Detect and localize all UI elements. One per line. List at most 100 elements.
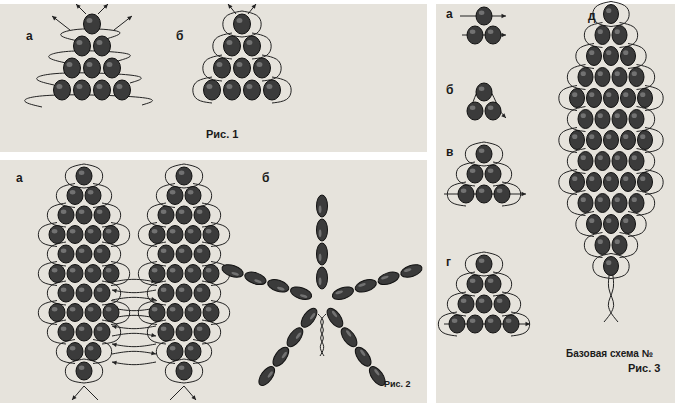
bead	[85, 265, 101, 283]
bead-body	[317, 219, 328, 241]
bead	[67, 304, 83, 322]
bead	[604, 89, 619, 108]
bead-body	[467, 26, 483, 44]
bead-highlight	[88, 307, 94, 312]
bead-body	[84, 58, 101, 78]
bead-highlight	[52, 268, 58, 273]
bead-body	[467, 275, 483, 293]
bead-body	[158, 206, 174, 224]
bead-body	[203, 226, 219, 244]
bead-body	[270, 344, 292, 368]
bead-body	[638, 131, 653, 150]
bead	[256, 364, 278, 388]
bead	[58, 284, 74, 302]
bead-highlight	[572, 176, 577, 181]
bead-body	[298, 306, 320, 330]
bead-body	[629, 110, 644, 129]
bead-body	[570, 89, 585, 108]
bead-highlight	[295, 332, 302, 340]
bead-highlight	[96, 84, 102, 89]
bead-body	[58, 206, 74, 224]
bead-highlight	[79, 327, 85, 332]
bead-highlight	[606, 134, 611, 139]
bead-highlight	[488, 106, 494, 111]
bead-body	[194, 245, 210, 263]
bead-highlight	[97, 327, 103, 332]
thread	[112, 344, 156, 347]
bead-body	[621, 47, 636, 66]
bead-body	[629, 152, 644, 171]
thread	[184, 386, 196, 400]
bead	[467, 102, 483, 120]
bead-highlight	[632, 155, 637, 160]
thread	[112, 326, 156, 329]
bead-body	[94, 80, 111, 100]
bead	[84, 58, 101, 78]
bead-highlight	[66, 62, 72, 67]
thread	[320, 314, 326, 356]
bead-highlight	[615, 113, 620, 118]
bead-body	[158, 245, 174, 263]
bead-highlight	[358, 282, 366, 287]
bead	[194, 284, 210, 302]
bead-body	[67, 304, 83, 322]
bead-highlight	[188, 229, 194, 234]
bead	[476, 145, 492, 163]
bead-body	[494, 185, 510, 203]
bead	[58, 206, 74, 224]
thread	[72, 386, 84, 400]
bead	[103, 265, 119, 283]
bead	[612, 152, 627, 171]
bead-body	[234, 14, 251, 34]
bead	[587, 47, 602, 66]
bead-highlight	[615, 71, 620, 76]
bead	[476, 7, 492, 25]
bead-body	[467, 315, 483, 333]
bead-body	[570, 173, 585, 192]
bead-body	[103, 265, 119, 283]
bead	[604, 131, 619, 150]
bead-highlight	[179, 210, 185, 215]
bead-body	[612, 26, 627, 45]
bead-body	[158, 323, 174, 341]
bead-body	[621, 131, 636, 150]
bead-body	[103, 226, 119, 244]
bead-highlight	[106, 307, 112, 312]
bead	[376, 270, 400, 287]
bead-body	[76, 167, 92, 185]
thread-arrowhead	[228, 4, 233, 9]
bead	[485, 275, 501, 293]
bead	[158, 206, 174, 224]
bead-body	[194, 284, 210, 302]
bead-body	[467, 102, 483, 120]
thread-arrowhead	[127, 16, 132, 20]
bead-body	[76, 206, 92, 224]
bead-body	[185, 226, 201, 244]
bead	[49, 304, 65, 322]
bead-highlight	[598, 71, 603, 76]
bead-highlight	[615, 239, 620, 244]
thread	[112, 333, 156, 336]
bead-highlight	[589, 218, 594, 223]
bead-highlight	[479, 259, 485, 264]
bead	[49, 265, 65, 283]
bead-highlight	[88, 346, 94, 351]
bead	[485, 102, 501, 120]
bead	[203, 226, 219, 244]
bead-body	[604, 173, 619, 192]
bead-highlight	[277, 286, 285, 291]
bead-body	[612, 194, 627, 213]
bead-highlight	[267, 371, 274, 379]
bead-body	[256, 364, 278, 388]
bead	[595, 68, 610, 87]
bead-body	[476, 83, 492, 101]
bead-highlight	[52, 307, 58, 312]
bead-body	[76, 362, 92, 380]
bead-highlight	[640, 176, 645, 181]
bead	[203, 265, 219, 283]
bead-highlight	[479, 149, 485, 154]
bead-body	[167, 304, 183, 322]
bead-body	[612, 110, 627, 129]
bead	[612, 194, 627, 213]
bead-highlight	[572, 92, 577, 97]
